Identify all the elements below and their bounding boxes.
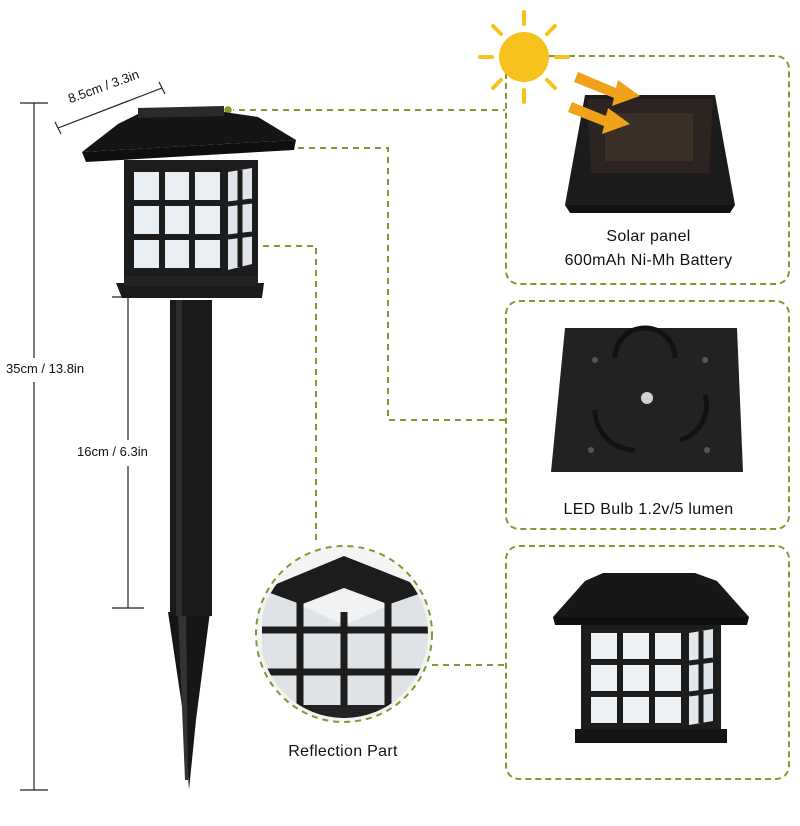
solar-panel-caption-line1: Solar panel <box>606 228 691 245</box>
solar-panel-caption: Solar panel 600mAh Ni-Mh Battery <box>507 225 790 273</box>
lantern-head-image <box>553 573 749 743</box>
led-bulb-callout: LED Bulb 1.2v/5 lumen <box>505 300 790 530</box>
solar-panel-caption-line2: 600mAh Ni-Mh Battery <box>564 252 733 269</box>
reflection-part-image <box>255 545 433 723</box>
led-bulb-image <box>551 325 743 472</box>
total-height-label: 35cm / 13.8in <box>6 361 85 376</box>
sun-icon <box>478 10 570 104</box>
lantern-head-callout <box>505 545 790 780</box>
reflection-part-label: Reflection Part <box>288 743 398 760</box>
dimension-lines <box>20 81 166 791</box>
stake-light <box>82 106 296 790</box>
stake-height-label: 16cm / 6.3in <box>77 444 148 459</box>
sunlight-arrows-icon <box>568 72 640 134</box>
led-bulb-caption: LED Bulb 1.2v/5 lumen <box>563 501 734 518</box>
